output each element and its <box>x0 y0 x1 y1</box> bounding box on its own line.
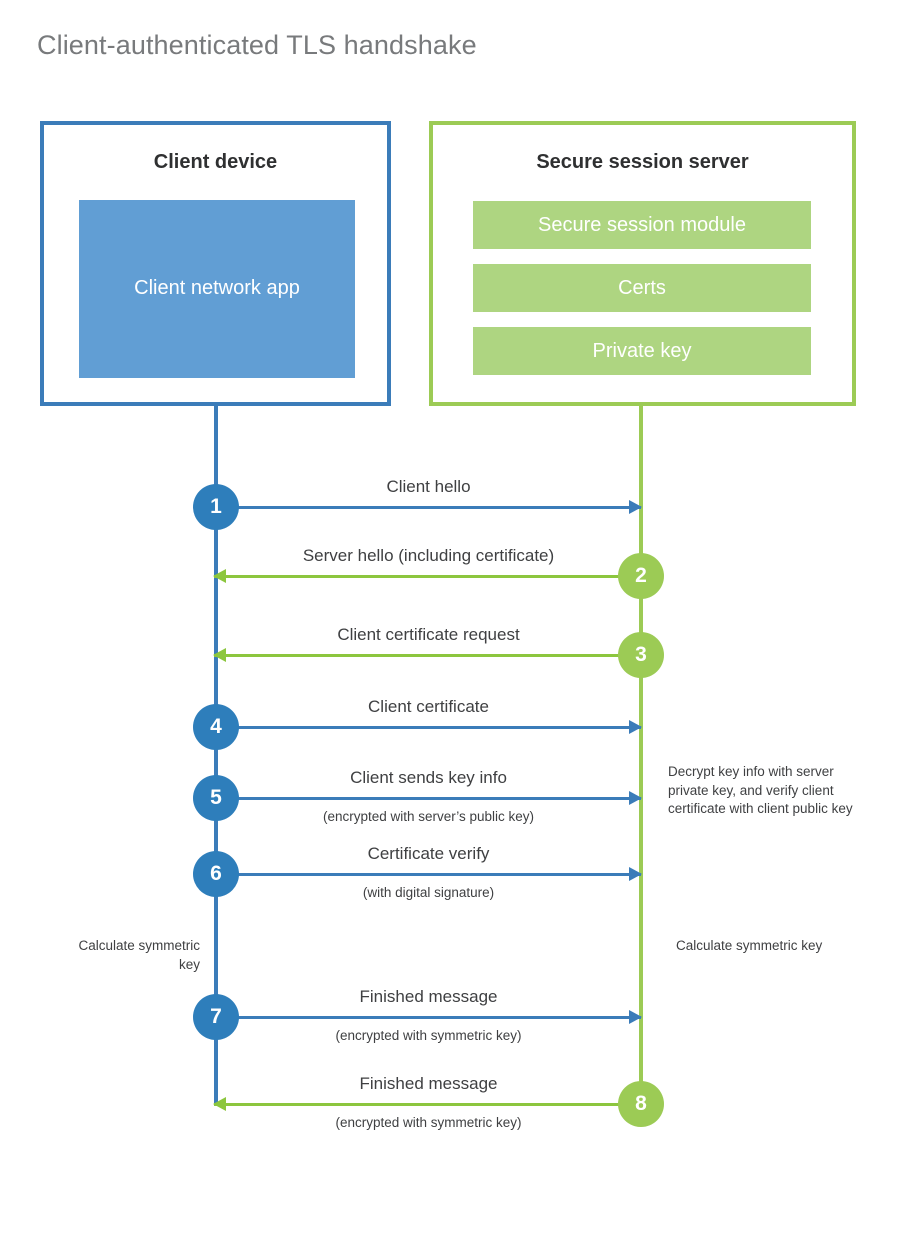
arrowhead-icon-step-7 <box>629 1010 642 1024</box>
note-client-calculate-symmetric-key: Calculate symmetric key <box>78 938 200 972</box>
client-device-title: Client device <box>153 151 278 173</box>
message-sublabel-step-6: (with digital signature) <box>362 885 495 900</box>
note-server-calculate-symmetric-key: Calculate symmetric key <box>676 938 823 953</box>
secure-session-server-title: Secure session server <box>536 151 749 173</box>
secure-session-server-box: Secure session server Secure session mod… <box>429 121 856 406</box>
step-circle-6[interactable]: 6 <box>193 851 239 897</box>
step-circle-5[interactable]: 5 <box>193 775 239 821</box>
arrowhead-icon-step-2 <box>213 569 226 583</box>
arrow-step-7 <box>216 1010 642 1024</box>
arrow-step-5 <box>216 791 642 805</box>
step-circle-1[interactable]: 1 <box>193 484 239 530</box>
arrowhead-icon-step-1 <box>629 500 642 514</box>
arrowhead-icon-step-3 <box>213 648 226 662</box>
arrowhead-icon-step-8 <box>213 1097 226 1111</box>
message-label-step-8: Finished message <box>359 1074 498 1093</box>
message-label-step-4: Client certificate <box>368 697 489 716</box>
arrow-step-3 <box>213 648 641 662</box>
step-circle-2[interactable]: 2 <box>618 553 664 599</box>
message-label-step-1: Client hello <box>386 477 471 496</box>
arrowhead-icon-step-5 <box>629 791 642 805</box>
message-sublabel-step-7: (encrypted with symmetric key) <box>335 1028 522 1043</box>
arrow-step-6 <box>216 867 642 881</box>
step-circle-3[interactable]: 3 <box>618 632 664 678</box>
arrowhead-icon-step-6 <box>629 867 642 881</box>
arrow-step-4 <box>216 720 642 734</box>
message-sublabel-step-5: (encrypted with server’s public key) <box>322 809 535 824</box>
note-server-decrypt-key-info: Decrypt key info with server private key… <box>668 764 853 817</box>
arrow-step-2 <box>213 569 641 583</box>
client-device-box: Client device Client network app <box>40 121 391 406</box>
step-circle-8[interactable]: 8 <box>618 1081 664 1127</box>
arrow-step-8 <box>213 1097 641 1111</box>
step-circle-4[interactable]: 4 <box>193 704 239 750</box>
server-component-secure-session-module: Secure session module <box>473 201 811 249</box>
message-sublabel-step-8: (encrypted with symmetric key) <box>335 1115 522 1130</box>
message-label-step-2: Server hello (including certificate) <box>302 546 555 565</box>
server-lifeline <box>639 406 643 1106</box>
arrow-step-1 <box>216 500 642 514</box>
arrowhead-icon-step-4 <box>629 720 642 734</box>
server-component-private-key: Private key <box>473 327 811 375</box>
client-lifeline <box>214 406 218 1106</box>
client-network-app-block: Client network app <box>79 200 355 378</box>
message-label-step-3: Client certificate request <box>337 625 520 644</box>
server-component-certs: Certs <box>473 264 811 312</box>
step-circle-7[interactable]: 7 <box>193 994 239 1040</box>
page-title: Client-authenticated TLS handshake <box>37 30 477 60</box>
message-label-step-6: Certificate verify <box>367 844 490 863</box>
message-label-step-5: Client sends key info <box>350 768 507 787</box>
message-label-step-7: Finished message <box>359 987 498 1006</box>
